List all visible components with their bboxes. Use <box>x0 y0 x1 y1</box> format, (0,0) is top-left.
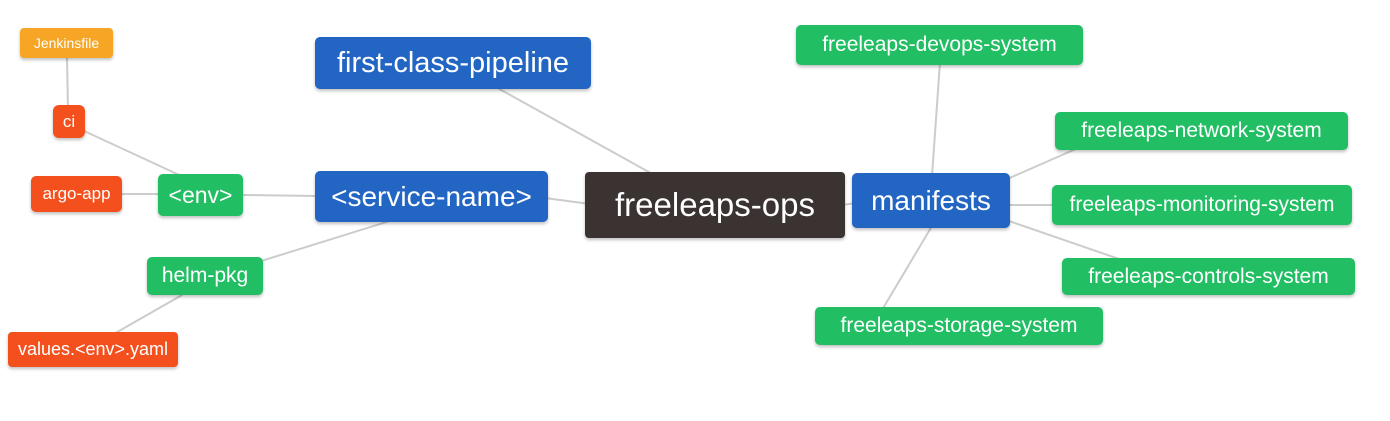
node-monitoring-system[interactable]: freeleaps-monitoring-system <box>1052 185 1352 225</box>
node-jenkinsfile[interactable]: Jenkinsfile <box>20 28 113 58</box>
node-env[interactable]: <env> <box>158 174 243 216</box>
edge-values-env-yaml-helm-pkg <box>111 294 183 336</box>
node-argo-app[interactable]: argo-app <box>31 176 122 212</box>
node-controls-system[interactable]: freeleaps-controls-system <box>1062 258 1355 295</box>
edge-manifests-controls-system <box>1005 219 1123 261</box>
edge-first-class-pipeline-ops <box>493 85 657 177</box>
node-helm-pkg[interactable]: helm-pkg <box>147 257 263 295</box>
node-manifests[interactable]: manifests <box>852 173 1010 228</box>
node-storage-system[interactable]: freeleaps-storage-system <box>815 307 1103 345</box>
edge-env-service-name <box>240 194 319 197</box>
edge-ci-env <box>81 129 191 181</box>
edge-service-name-ops <box>544 197 591 205</box>
edge-manifests-storage-system <box>881 225 933 311</box>
edge-helm-pkg-service-name <box>257 218 397 263</box>
node-freeleaps-ops[interactable]: freeleaps-ops <box>585 172 845 238</box>
edge-jenkinsfile-ci <box>66 57 69 111</box>
node-first-class-pipeline[interactable]: first-class-pipeline <box>315 37 591 89</box>
node-values-env-yaml[interactable]: values.<env>.yaml <box>8 332 178 367</box>
edge-manifests-devops-system <box>931 61 941 177</box>
node-network-system[interactable]: freeleaps-network-system <box>1055 112 1348 150</box>
node-devops-system[interactable]: freeleaps-devops-system <box>796 25 1083 65</box>
node-service-name[interactable]: <service-name> <box>315 171 548 222</box>
node-ci[interactable]: ci <box>53 105 85 138</box>
edge-manifests-network-system <box>1004 147 1079 181</box>
